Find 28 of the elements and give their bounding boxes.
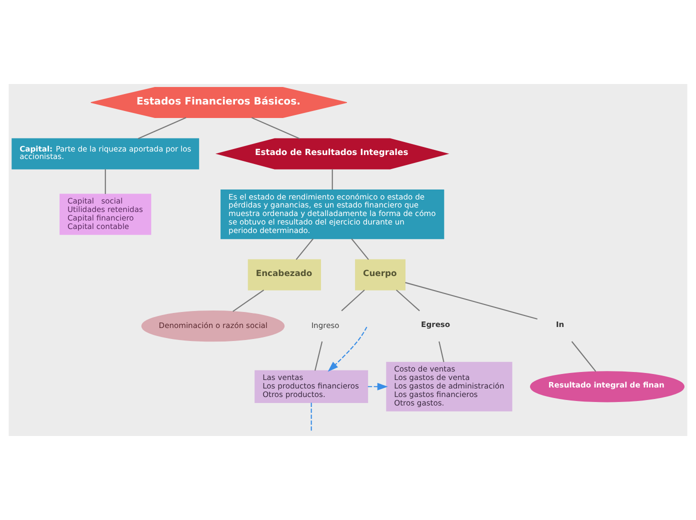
connector — [341, 290, 365, 312]
connector — [314, 341, 323, 371]
connector — [104, 169, 106, 194]
node-box: Capital social Utilidades retenidas Capital financiero Capital contable — [60, 194, 152, 235]
connector — [310, 402, 312, 432]
connector — [571, 341, 596, 372]
node-box: Las ventas Los productos financieros Otros productos. — [254, 370, 368, 404]
node-box: Encabezado — [248, 259, 321, 290]
node-text: Ingreso — [311, 320, 340, 330]
connector — [405, 282, 538, 320]
node-ellipse: Denominación o razón social — [141, 310, 285, 342]
node-box: Costo de ventas Los gastos de venta Los gastos de administración Los gastos financieros Otros gastos. — [386, 362, 512, 412]
arrow — [368, 382, 388, 390]
node-box: Cuerpo — [355, 259, 406, 290]
connector — [332, 169, 333, 190]
node-box: Es el estado de rendimiento económico o estado de pérdidas y ganancias, es un estado financiero que muestra ordenada y detalladamente la forma de cómo se obtuvo el resultado del ejercicio durante un periodo determinado. — [220, 190, 444, 240]
node-text: In — [556, 320, 564, 330]
connector — [232, 290, 264, 312]
connector — [251, 117, 300, 140]
arrow — [328, 326, 368, 372]
connector — [438, 341, 444, 362]
node-ellipse: Resultado integral de finan — [530, 371, 685, 402]
node-box: Capital: Parte de la riqueza aportada por los accionistas. — [12, 138, 200, 170]
node-text: Egreso — [421, 320, 450, 330]
connector — [296, 238, 314, 260]
connector — [138, 117, 186, 140]
connector — [396, 290, 420, 312]
connector — [351, 238, 369, 260]
